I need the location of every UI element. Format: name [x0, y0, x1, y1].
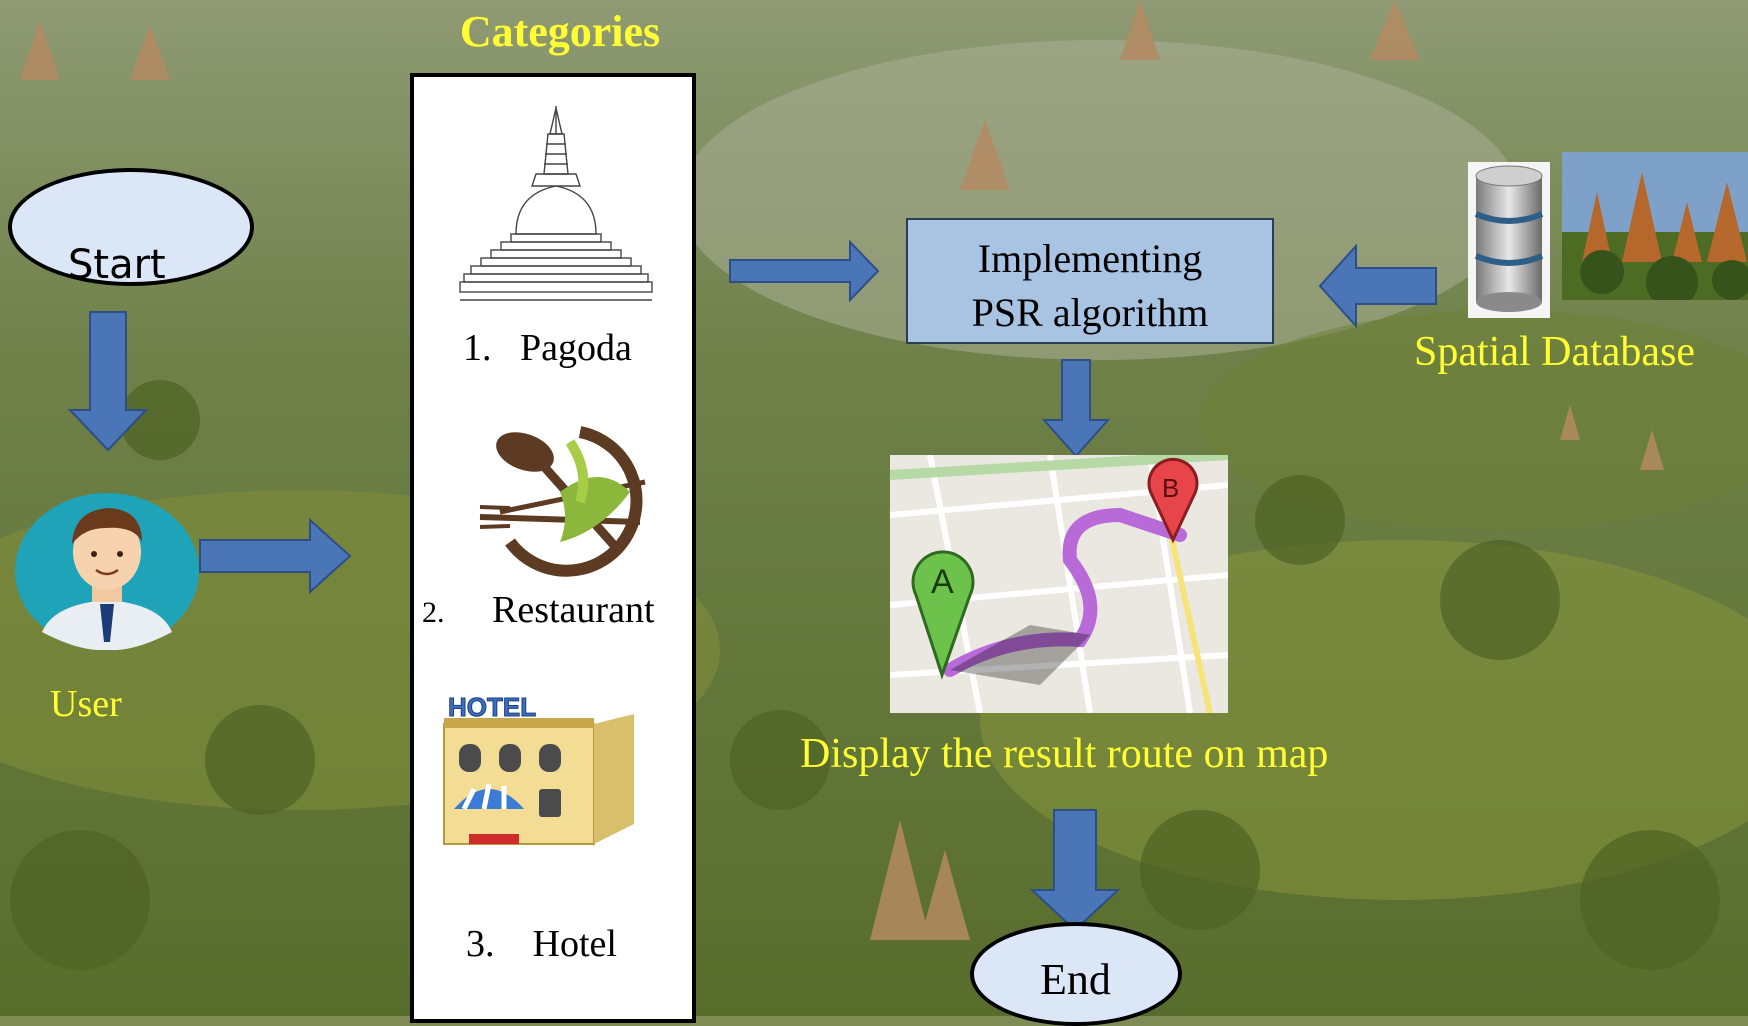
- category-name: Hotel: [532, 923, 617, 965]
- categories-title: Categories: [459, 7, 661, 56]
- pin-a-label: A: [931, 563, 954, 601]
- algorithm-line-1: Implementing: [977, 236, 1203, 281]
- category-item-pagoda: 1. Pagoda: [463, 326, 632, 370]
- category-name: Pagoda: [520, 327, 632, 369]
- user-avatar-icon: [15, 493, 199, 650]
- categories-panel: [410, 73, 696, 1023]
- route-map: A B: [890, 455, 1228, 713]
- pagoda-icon: [459, 106, 653, 301]
- end-node: End: [970, 922, 1182, 1026]
- algorithm-line-2: PSR algorithm: [971, 290, 1209, 335]
- category-number: 1.: [463, 327, 492, 369]
- pin-b-icon: B: [1147, 457, 1199, 544]
- user-label: User: [50, 683, 122, 725]
- restaurant-icon: [479, 426, 646, 577]
- end-label: End: [1040, 955, 1111, 1004]
- algorithm-box: Implementing PSR algorithm: [906, 218, 1274, 344]
- pin-b-label: B: [1162, 473, 1179, 503]
- route-line: [943, 507, 1187, 677]
- temple-photo-icon: [1562, 152, 1748, 300]
- category-item-hotel: 3. Hotel: [466, 922, 617, 966]
- category-number: 2.: [422, 596, 445, 629]
- start-label: Start: [68, 242, 166, 288]
- database-icon: [1468, 162, 1550, 318]
- category-item-restaurant: 2. Restaurant: [422, 588, 655, 632]
- hotel-icon: HOTEL: [443, 694, 634, 845]
- display-caption: Display the result route on map: [800, 731, 1329, 777]
- database-label: Spatial Database: [1414, 329, 1696, 375]
- category-number: 3.: [466, 923, 495, 965]
- start-node: Start: [8, 168, 254, 288]
- pin-a-icon: A: [911, 550, 975, 680]
- category-name: Restaurant: [492, 589, 655, 631]
- svg-text:HOTEL: HOTEL: [448, 694, 536, 722]
